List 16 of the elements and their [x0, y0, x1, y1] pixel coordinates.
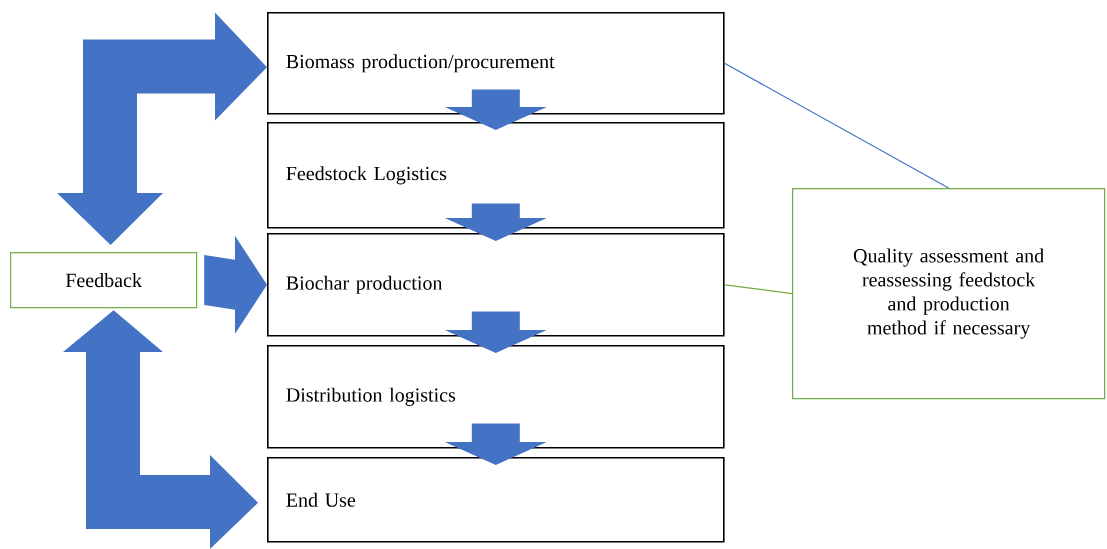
note-box: Quality assessment and reassessing feedstock and production method if necessary — [792, 188, 1106, 400]
block-arrow — [444, 203, 547, 241]
block-arrow — [444, 89, 547, 130]
block-arrow — [444, 423, 547, 465]
block-arrow — [444, 311, 547, 353]
block-arrow — [63, 310, 258, 549]
process-box: Biomass production/procurement — [267, 12, 725, 115]
connector-line — [724, 62, 950, 189]
block-arrow — [57, 12, 267, 245]
process-box: Biochar production — [267, 233, 725, 337]
feedback-box: Feedback — [10, 252, 198, 309]
process-box: Feedstock Logistics — [267, 122, 725, 229]
process-box: End Use — [267, 457, 725, 543]
process-box: Distribution logistics — [267, 345, 725, 449]
block-arrow — [204, 235, 267, 334]
connector-line — [724, 284, 793, 295]
